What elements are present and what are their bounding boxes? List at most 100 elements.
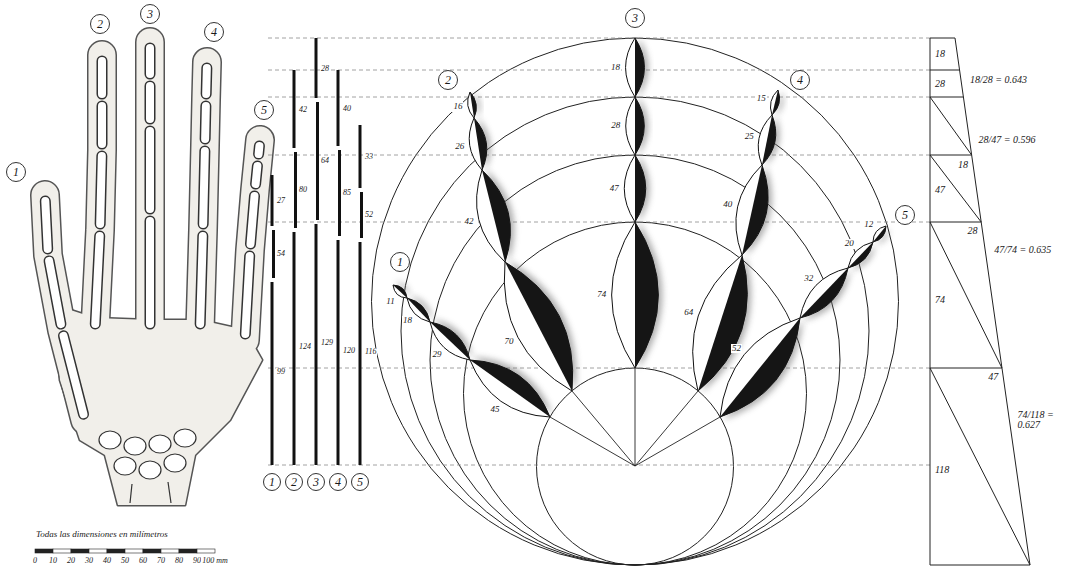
bone — [98, 106, 106, 144]
phalanx-lens — [469, 118, 487, 170]
carpal-bone — [124, 437, 146, 455]
length-bar — [293, 70, 296, 148]
phalanx-lens — [873, 226, 886, 242]
phalanx-length: 40 — [722, 200, 733, 209]
finger-outline — [95, 55, 102, 330]
phalanx-lens-shade — [800, 268, 848, 318]
phalanx-length: 32 — [803, 274, 814, 283]
phalanx-lens — [736, 165, 768, 255]
finger-outline — [135, 42, 165, 330]
phalanx-lens-shade — [873, 226, 886, 242]
scale-bar — [107, 549, 125, 553]
bar-length: 28 — [320, 65, 330, 73]
length-bar — [359, 242, 362, 465]
bone-outline — [145, 86, 156, 119]
carpal-bone — [114, 457, 136, 475]
golden-ratio: 47/74 = 0.635 — [993, 245, 1052, 256]
phalanx-lens-shade — [635, 97, 644, 155]
phalanx-lens-shade — [635, 38, 644, 97]
bone-outline — [253, 146, 265, 154]
phalanx-length: 26 — [454, 142, 465, 151]
circled-number: 4 — [790, 70, 810, 90]
finger-number: 1 — [13, 166, 19, 178]
bone-outline — [200, 106, 212, 139]
phalanx-lens-shade — [762, 115, 776, 165]
bone-outline — [250, 196, 254, 244]
forearm-bone — [168, 482, 171, 503]
phalanx-length: 52 — [731, 344, 742, 353]
circled-number: 2 — [285, 473, 303, 491]
bar-length: 80 — [298, 186, 308, 194]
scale-bar — [89, 549, 107, 553]
phalanx-length: 15 — [756, 94, 767, 103]
circled-number: 1 — [263, 473, 281, 491]
finger-outline — [245, 140, 260, 340]
scale-number: 30 — [84, 557, 94, 565]
phalanx-lens — [504, 262, 572, 391]
bone — [255, 146, 264, 154]
finger-skin — [95, 55, 102, 330]
staircase-diagonal — [930, 222, 1002, 368]
bone — [63, 336, 83, 414]
circled-number: 5 — [351, 473, 369, 491]
step-width: 18 — [957, 160, 969, 171]
scale-bar — [53, 549, 71, 553]
bone-outline — [145, 131, 156, 209]
finger-outline — [45, 195, 85, 420]
bar-length: 40 — [342, 105, 352, 113]
length-bar — [337, 240, 340, 465]
staircase-diagonal — [930, 97, 972, 155]
phalanx-lens-shade — [720, 318, 800, 417]
phalanx-lens — [612, 222, 659, 368]
finger-number: 3 — [313, 476, 319, 488]
finger-number: 3 — [147, 8, 153, 20]
length-bar — [360, 192, 363, 238]
scale-number: 100 mm — [201, 557, 229, 565]
finger-number: 5 — [902, 209, 908, 221]
phalanx-lens — [758, 115, 776, 165]
bone — [146, 86, 154, 119]
phalanx-lens-shade — [474, 118, 487, 170]
circled-number: 1 — [6, 162, 26, 182]
finger-number: 4 — [211, 26, 217, 38]
bar-length: 129 — [320, 339, 334, 347]
bone — [98, 61, 106, 94]
phalanx-lens-shade — [470, 92, 476, 118]
circled-number: 2 — [438, 70, 458, 90]
finger-number: 1 — [397, 256, 403, 268]
bone-outline — [95, 236, 99, 324]
scale-number: 70 — [156, 557, 166, 565]
bone-outline — [203, 151, 205, 224]
bar-length: 52 — [364, 211, 374, 219]
phalanx-length: 70 — [503, 337, 514, 346]
step-height: 47 — [934, 185, 946, 196]
bone-outline — [201, 68, 213, 94]
phalanx-length: 64 — [683, 308, 694, 317]
phalanx-lens-shade — [470, 360, 550, 417]
proportion-circle — [464, 222, 807, 565]
phalanx-length: 47 — [609, 184, 620, 193]
fan-ray — [550, 417, 635, 466]
phalanx-lens — [720, 318, 800, 417]
fan-ray — [572, 391, 635, 466]
level-line — [268, 465, 930, 466]
phalanx-length: 28 — [610, 121, 621, 130]
step-width: 28 — [966, 226, 978, 237]
length-bar — [316, 102, 319, 220]
scale-bar — [161, 549, 179, 553]
scale-bar — [125, 549, 143, 553]
phalanx-lens-shade — [742, 165, 768, 255]
finger-outline — [200, 62, 207, 330]
finger-skin — [200, 62, 207, 330]
staircase-edge — [955, 38, 1030, 565]
circled-number: 1 — [390, 252, 410, 272]
golden-ratio: 74/118 = 0.627 — [1016, 410, 1079, 431]
step-height: 28 — [934, 79, 946, 90]
bone-outline — [63, 336, 83, 414]
phalanx-length: 12 — [863, 220, 874, 229]
finger-number: 3 — [632, 12, 638, 24]
finger-number: 2 — [97, 18, 103, 30]
scale-number: 80 — [174, 557, 184, 565]
phalanx-lens-shade — [635, 222, 658, 368]
phalanx-length: 18 — [402, 316, 413, 325]
